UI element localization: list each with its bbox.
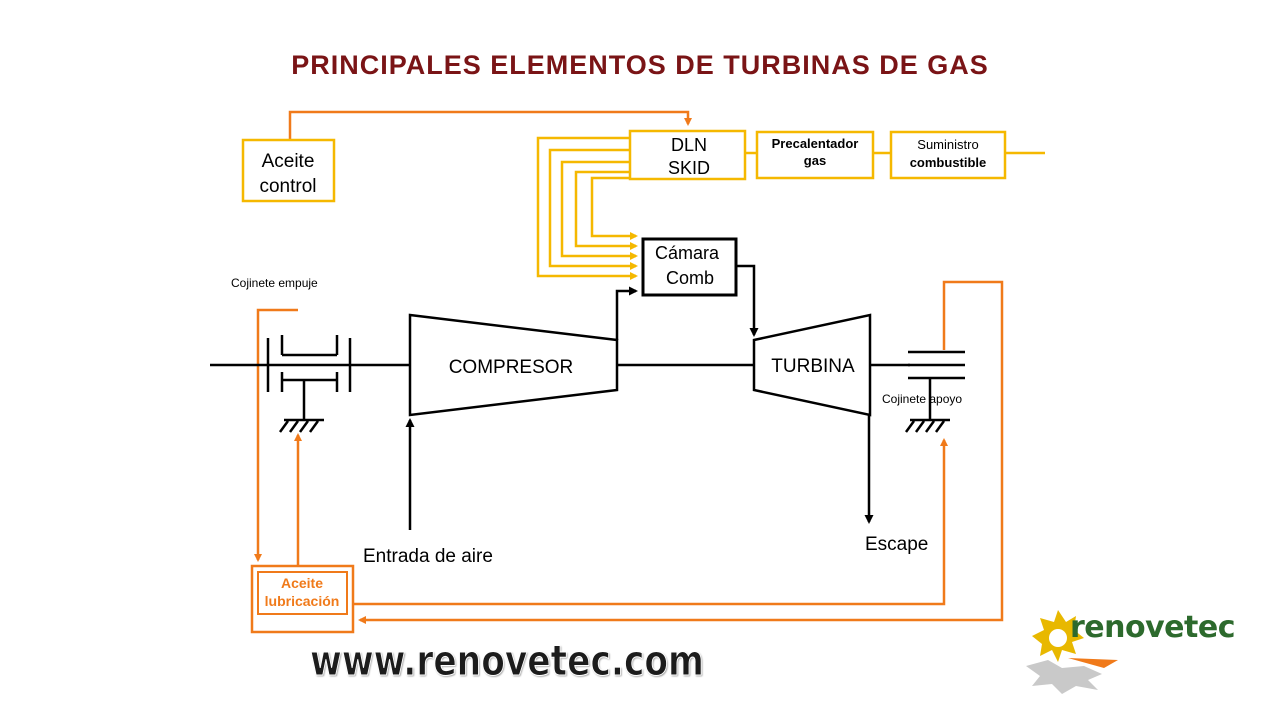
svg-text:SKID: SKID [668, 158, 710, 178]
svg-text:control: control [259, 176, 316, 197]
dln-skid-box: DLN SKID [628, 129, 747, 181]
svg-text:Aceite: Aceite [281, 575, 323, 591]
cojinete-empuje-label: Cojinete empuje [231, 276, 318, 290]
oil-lines [254, 110, 1004, 624]
aceite-lubricacion-box: Aceite lubricación [250, 564, 355, 634]
cojinete-apoyo-label: Cojinete apoyo [882, 392, 962, 406]
support-bearing [904, 350, 965, 433]
entrada-aire-label: Entrada de aire [363, 546, 493, 567]
aceite-control-box: Aceite control [241, 138, 336, 203]
camara-comb-box: Cámara Comb [641, 237, 738, 297]
svg-text:Cámara: Cámara [655, 243, 720, 263]
svg-text:lubricación: lubricación [265, 593, 340, 609]
svg-text:gas: gas [804, 153, 826, 168]
svg-text:Comb: Comb [666, 268, 714, 288]
website-watermark: www.renovetec.com [310, 636, 705, 686]
precalentador-box: Precalentador gas [755, 130, 875, 180]
svg-text:COMPRESOR: COMPRESOR [449, 357, 574, 378]
svg-text:Aceite: Aceite [262, 151, 315, 172]
compresor: COMPRESOR [408, 313, 619, 417]
svg-text:Precalentador: Precalentador [772, 136, 859, 151]
svg-text:DLN: DLN [671, 135, 707, 155]
fuel-lines [536, 136, 1045, 280]
renovetec-logo: renovetec [1018, 608, 1258, 698]
escape-label: Escape [865, 534, 928, 555]
page-title: PRINCIPALES ELEMENTOS DE TURBINAS DE GAS [291, 50, 989, 80]
svg-text:combustible: combustible [910, 155, 987, 170]
svg-text:Suministro: Suministro [917, 137, 978, 152]
svg-text:TURBINA: TURBINA [771, 356, 855, 377]
turbina: TURBINA [752, 313, 872, 417]
thrust-bearing [266, 335, 352, 433]
gear-icon [1026, 610, 1118, 694]
process-lines [210, 264, 910, 530]
suministro-box: Suministro combustible [889, 130, 1007, 180]
renovetec-brand: renovetec [1070, 610, 1235, 645]
